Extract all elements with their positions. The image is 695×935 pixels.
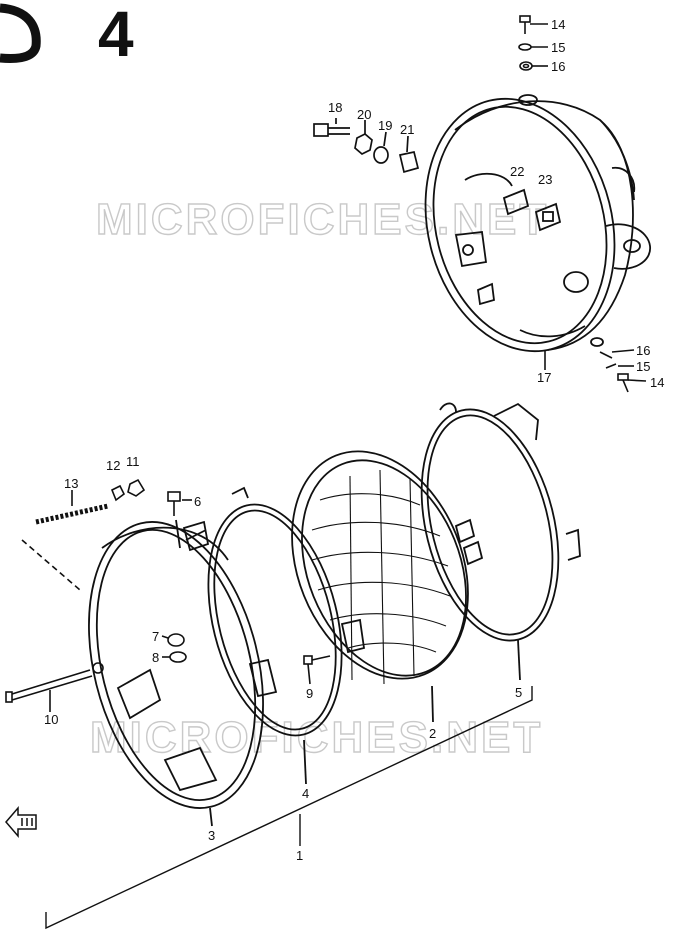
callout-17: 17 [537, 370, 551, 385]
callout-16: 16 [551, 59, 565, 74]
ring-screw [303, 655, 331, 685]
lens-pattern [311, 469, 451, 685]
callout-6: 6 [194, 494, 201, 509]
housing-bottom-hardware [544, 349, 647, 393]
adjusting-spring [21, 478, 146, 591]
mounting-bolt-set [313, 118, 420, 174]
front-direction-arrow-icon [5, 805, 37, 839]
callout-5: 5 [515, 685, 522, 700]
headlight-rim [88, 519, 264, 827]
figure-header: 4 [0, 0, 134, 70]
callout-18: 18 [328, 100, 342, 115]
callout-3: 3 [208, 828, 215, 843]
callout-14-lower: 14 [650, 375, 664, 390]
callout-11: 11 [126, 454, 140, 469]
mounting-ring [182, 486, 366, 785]
callout-16-lower: 16 [636, 343, 650, 358]
callout-1: 1 [296, 848, 303, 863]
callout-15: 15 [551, 40, 565, 55]
callout-10: 10 [44, 712, 58, 727]
callout-8: 8 [152, 650, 159, 665]
callout-9: 9 [306, 686, 313, 701]
callout-21: 21 [400, 122, 414, 137]
callout-labels: 14 15 16 18 20 19 21 22 23 16 15 14 17 1… [44, 17, 664, 863]
callout-15-lower: 15 [636, 359, 650, 374]
callout-12: 12 [106, 458, 120, 473]
beam-bracket-ring [420, 402, 581, 681]
callout-13: 13 [64, 476, 78, 491]
assembly-bracket [45, 686, 533, 930]
callout-23: 23 [538, 172, 552, 187]
figure-number: 4 [98, 0, 134, 70]
headlight-housing [424, 94, 651, 353]
callout-14: 14 [551, 17, 565, 32]
callout-7: 7 [152, 629, 159, 644]
callout-20: 20 [357, 107, 371, 122]
callout-22: 22 [510, 164, 524, 179]
housing-top-hardware [518, 15, 548, 71]
callout-2: 2 [429, 726, 436, 741]
rim-screw [5, 662, 104, 712]
rim-hardware [161, 491, 192, 663]
callout-19: 19 [378, 118, 392, 133]
callout-4: 4 [302, 786, 309, 801]
sealed-beam-unit [291, 450, 484, 723]
watermark-top: MICROFICHES.NET [96, 195, 549, 244]
